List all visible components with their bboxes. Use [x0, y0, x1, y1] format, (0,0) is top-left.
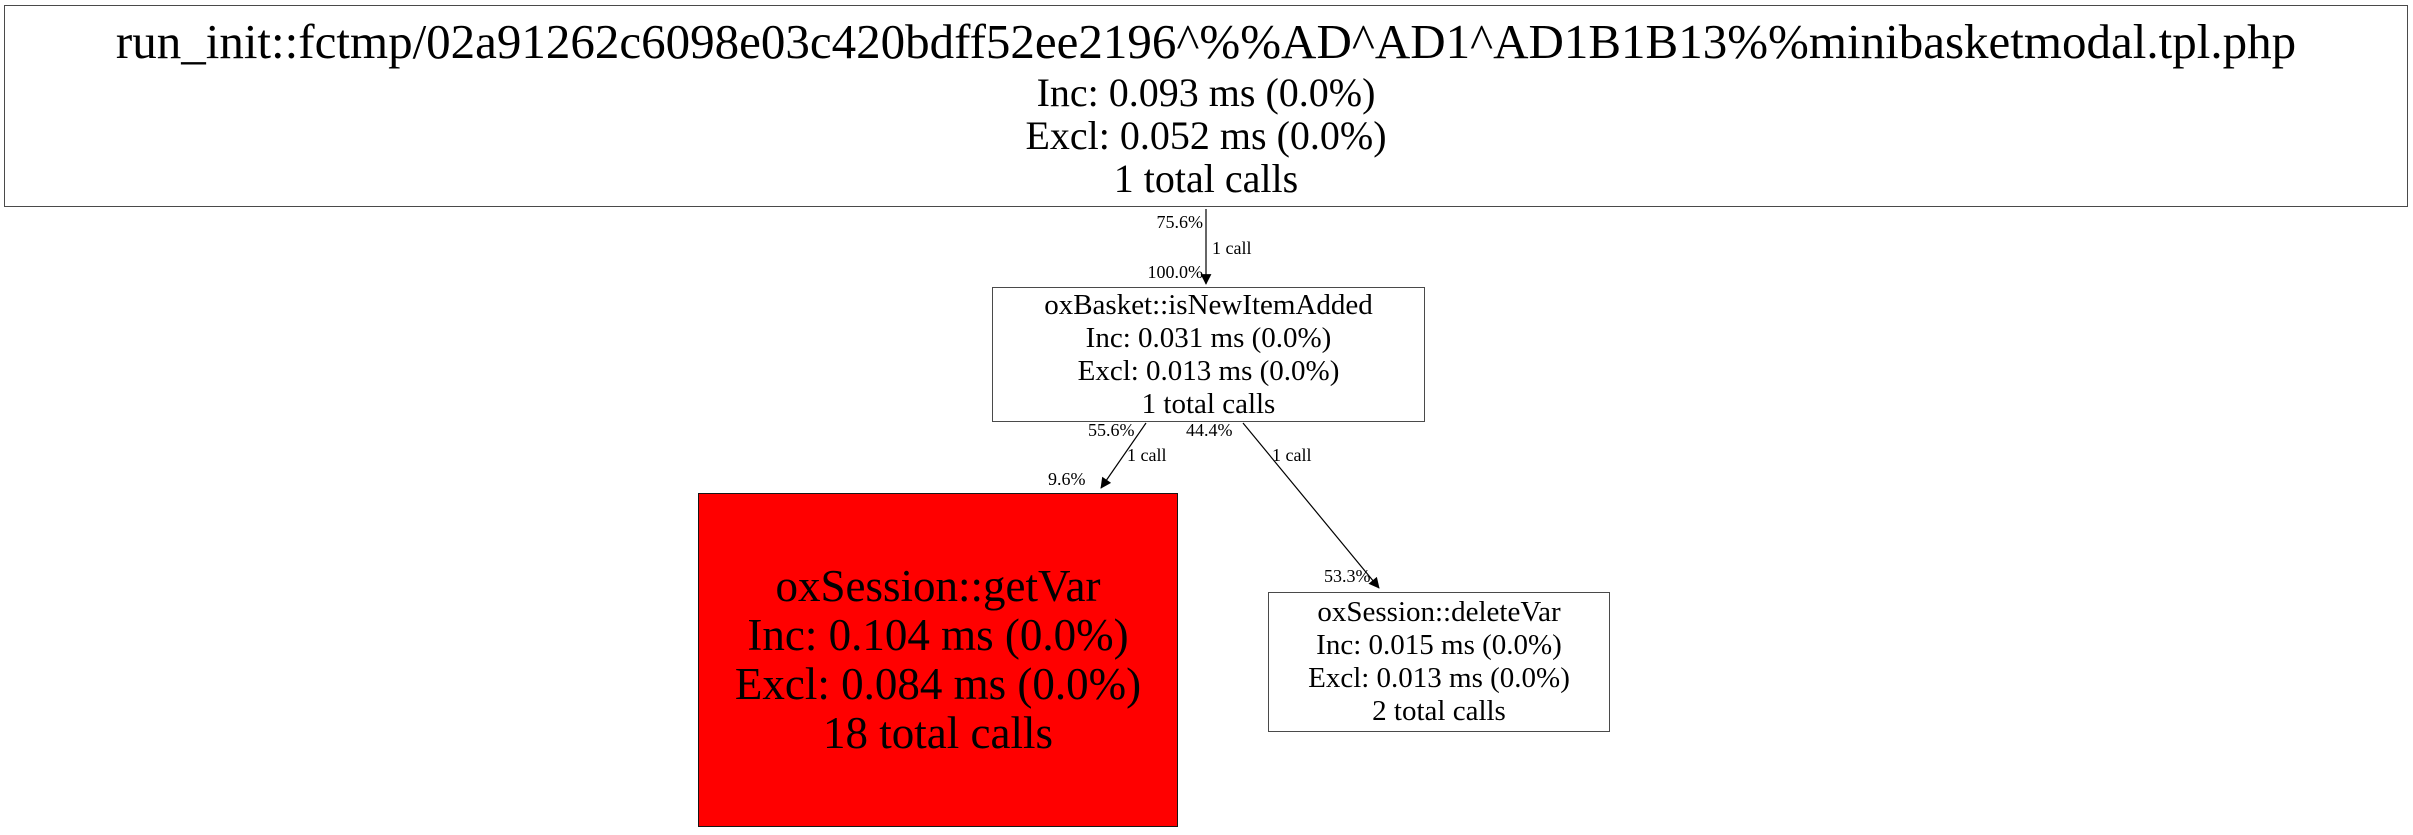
- node-oxbasket-isnewitemadded: oxBasket::isNewItemAdded Inc: 0.031 ms (…: [992, 287, 1425, 422]
- edge-runinit-isnewitemadded-caller-pct-label: 75.6%: [1156, 212, 1204, 232]
- edge-isnewitemadded-deletevar-callee-pct-label: 53.3%: [1324, 566, 1371, 586]
- edge-isnewitemadded-getvar-callee-pct-label: 9.6%: [1048, 469, 1086, 489]
- node-deletevar-total-calls: 2 total calls: [1372, 695, 1506, 727]
- edge-isnewitemadded-getvar-caller-pct-label: 55.6%: [1088, 420, 1135, 440]
- edge-isnewitemadded-deletevar-callcount-label: 1 call: [1272, 445, 1312, 465]
- edge-isnewitemadded-getvar-callcount-label: 1 call: [1127, 445, 1167, 465]
- edge-isnewitemadded-deletevar-caller-pct-label: 44.4%: [1186, 420, 1233, 440]
- node-isnewitemadded-exclusive-time: Excl: 0.013 ms (0.0%): [1077, 354, 1340, 387]
- edge-runinit-isnewitemadded-callee-pct-label: 100.0%: [1147, 262, 1204, 282]
- node-getvar-exclusive-time: Excl: 0.084 ms (0.0%): [734, 659, 1142, 709]
- node-run-init-inclusive-time: Inc: 0.093 ms (0.0%): [1036, 69, 1376, 115]
- node-deletevar-inclusive-time: Inc: 0.015 ms (0.0%): [1316, 629, 1562, 661]
- node-oxsession-deletevar: oxSession::deleteVar Inc: 0.015 ms (0.0%…: [1268, 592, 1610, 732]
- edge-runinit-isnewitemadded-callcount-label: 1 call: [1212, 238, 1252, 258]
- node-run-init: run_init::fctmp/02a91262c6098e03c420bdff…: [4, 5, 2408, 207]
- node-run-init-total-calls: 1 total calls: [1113, 155, 1299, 201]
- node-isnewitemadded-total-calls: 1 total calls: [1141, 387, 1276, 420]
- node-getvar-total-calls: 18 total calls: [823, 708, 1053, 758]
- node-deletevar-exclusive-time: Excl: 0.013 ms (0.0%): [1308, 662, 1570, 694]
- node-getvar-title: oxSession::getVar: [775, 561, 1101, 611]
- node-run-init-exclusive-time: Excl: 0.052 ms (0.0%): [1025, 112, 1387, 158]
- node-getvar-inclusive-time: Inc: 0.104 ms (0.0%): [747, 610, 1129, 660]
- node-oxsession-getvar: oxSession::getVar Inc: 0.104 ms (0.0%) E…: [698, 493, 1178, 827]
- node-deletevar-title: oxSession::deleteVar: [1317, 596, 1561, 628]
- node-isnewitemadded-title: oxBasket::isNewItemAdded: [1044, 288, 1373, 321]
- node-run-init-title: run_init::fctmp/02a91262c6098e03c420bdff…: [115, 13, 2297, 69]
- node-isnewitemadded-inclusive-time: Inc: 0.031 ms (0.0%): [1085, 321, 1332, 354]
